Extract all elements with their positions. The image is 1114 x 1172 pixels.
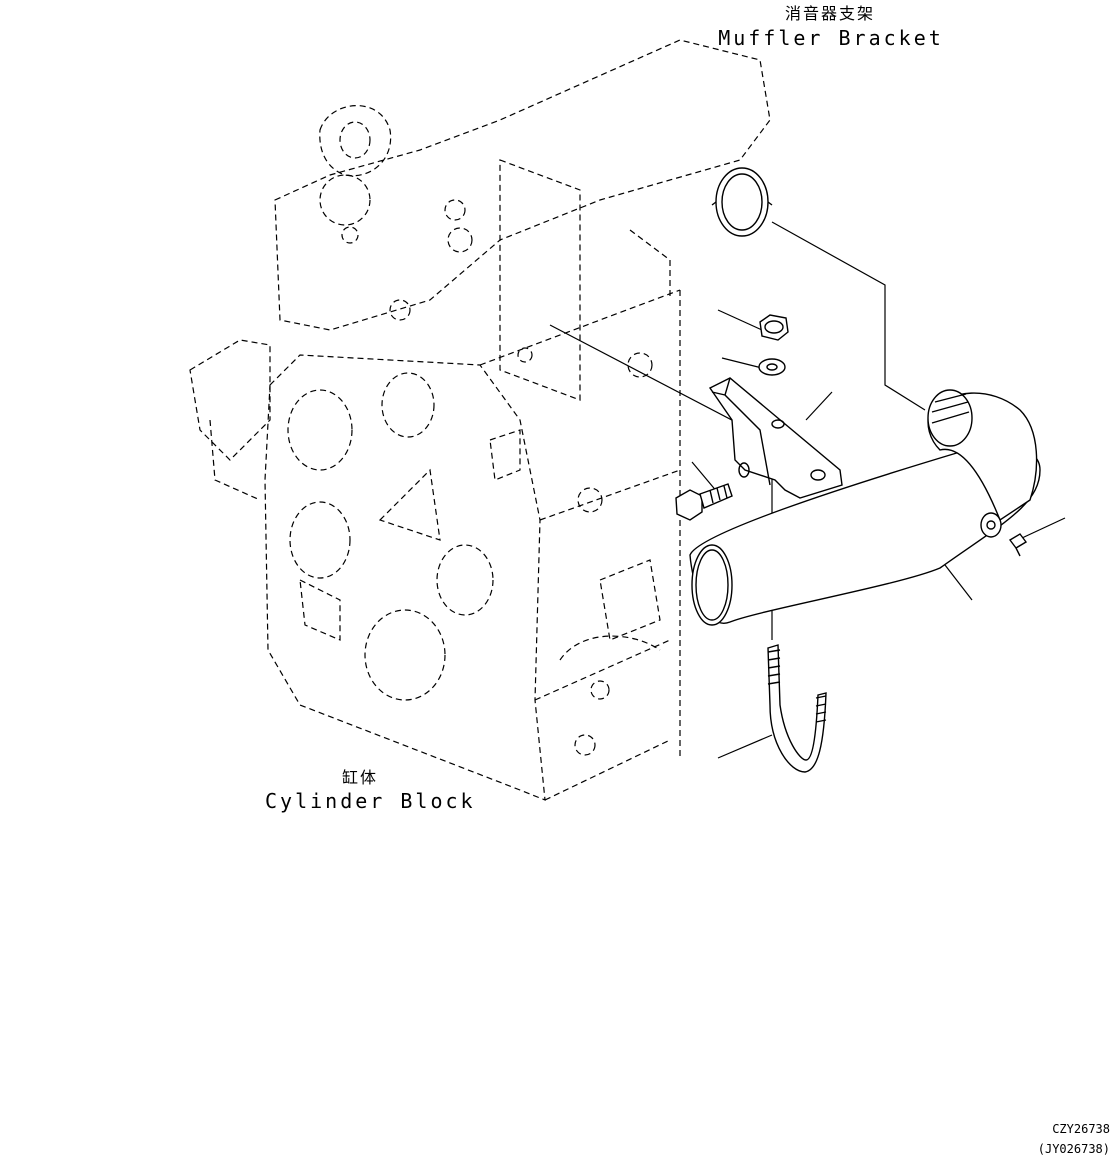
- muffler-bracket-flange: [711, 167, 773, 237]
- cylinder-block-outline: [189, 39, 771, 801]
- hex-nut: [759, 314, 789, 341]
- cylinder-block-label-en: Cylinder Block: [265, 789, 476, 813]
- pipe-support-bracket: [708, 377, 843, 499]
- flange-bolt: [675, 483, 733, 521]
- u-bolt-clamp: [767, 644, 827, 773]
- exhaust-pipe: [689, 389, 1041, 626]
- washer: [758, 358, 786, 376]
- drawing-code-secondary: (JY026738): [1037, 1142, 1110, 1156]
- small-screw: [1008, 533, 1028, 557]
- cylinder-block-label-cn: 缸体: [341, 768, 378, 787]
- muffler-bracket-label-en: Muffler Bracket: [718, 26, 944, 50]
- muffler-bracket-label-cn: 消音器支架: [784, 4, 875, 23]
- drawing-code: CZY26738: [1052, 1122, 1110, 1136]
